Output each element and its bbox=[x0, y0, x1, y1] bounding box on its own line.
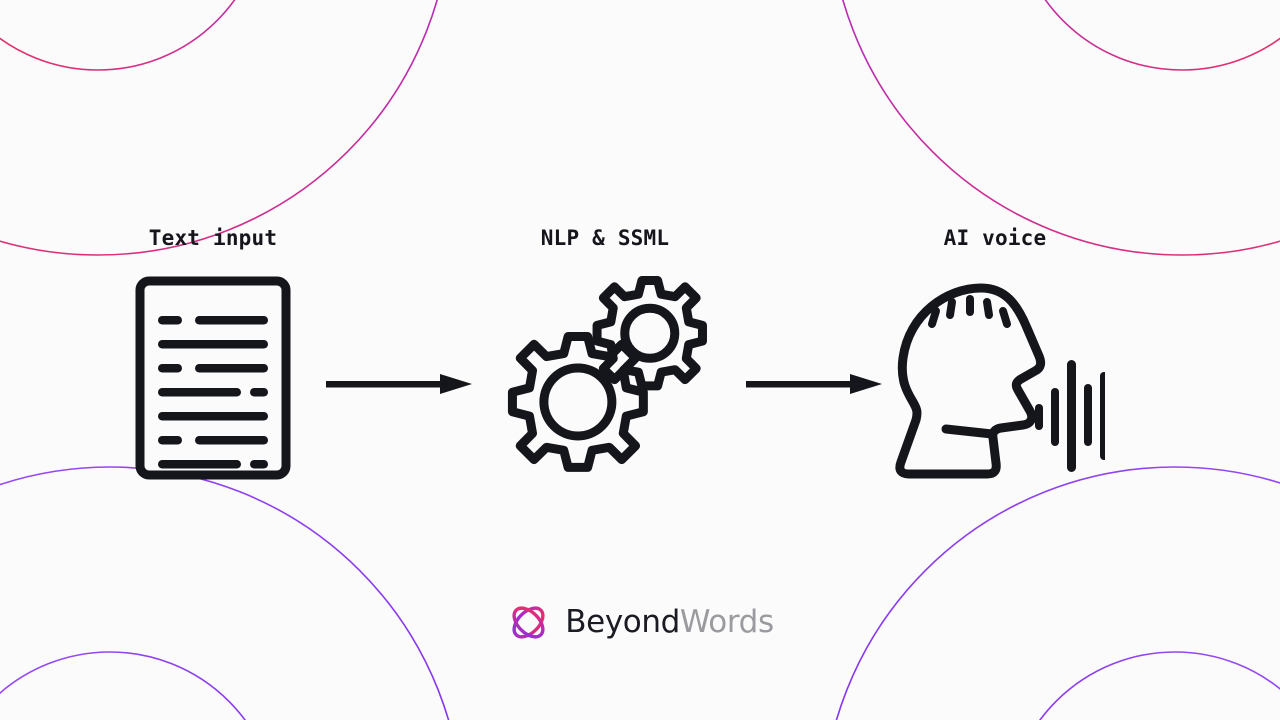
pipeline-stage-text-input: Text input bbox=[63, 228, 363, 482]
pipeline-stage-art-text-input bbox=[135, 274, 291, 482]
head-mouth-line bbox=[941, 424, 997, 439]
head-profile-outline bbox=[895, 283, 1046, 479]
document-text-lines bbox=[158, 316, 268, 469]
gear-small-hub bbox=[620, 303, 680, 363]
arrow-right-icon bbox=[746, 374, 882, 394]
pipeline-stage-label-nlp-ssml: NLP & SSML bbox=[540, 226, 670, 250]
sound-wave-bar-3 bbox=[1067, 360, 1076, 472]
pipeline-stage-label-text-input: Text input bbox=[148, 226, 278, 250]
brand-name-secondary: Words bbox=[679, 604, 774, 640]
brand-logo: BeyondWords bbox=[0, 600, 1280, 645]
pipeline-stage-nlp-ssml: NLP & SSML bbox=[455, 228, 755, 482]
pipeline-stage-art-ai-voice bbox=[885, 274, 1105, 482]
gear-large-body bbox=[507, 332, 648, 472]
sound-wave-bars bbox=[1035, 360, 1105, 472]
gear-large-hub bbox=[539, 363, 617, 441]
head-hair-strokes bbox=[928, 295, 1011, 328]
sound-wave-bar-2 bbox=[1051, 388, 1059, 446]
brand-name-primary: Beyond bbox=[565, 604, 680, 640]
document-icon bbox=[135, 276, 291, 480]
beyondwords-atom-icon bbox=[512, 606, 545, 639]
speaking-head-icon bbox=[895, 283, 1105, 479]
pipeline-stage-ai-voice: AI voice bbox=[845, 228, 1145, 482]
sound-wave-bar-4 bbox=[1084, 384, 1092, 446]
sound-wave-bar-1 bbox=[1035, 404, 1043, 430]
pipeline-stage-art-nlp-ssml bbox=[502, 274, 708, 482]
sound-wave-bar-5 bbox=[1100, 372, 1105, 460]
arrow-right-icon bbox=[326, 374, 472, 394]
gear-small-body bbox=[592, 276, 707, 391]
brand-wordmark: BeyondWords bbox=[565, 604, 774, 640]
gears-icon bbox=[507, 276, 707, 472]
pipeline-stage-label-ai-voice: AI voice bbox=[943, 226, 1047, 250]
document-page-outline bbox=[135, 276, 291, 480]
